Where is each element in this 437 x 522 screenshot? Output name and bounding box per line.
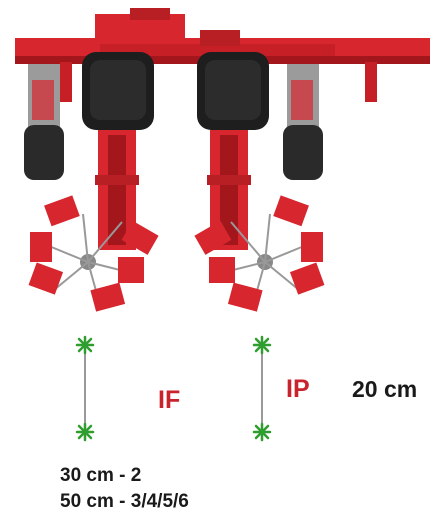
left-planting-wheel <box>28 195 159 312</box>
left-unit-body <box>95 130 139 250</box>
spacing-option-line-2: 50 cm - 3/4/5/6 <box>60 491 189 512</box>
right-planting-wheel <box>194 195 325 312</box>
left-seat <box>82 52 154 130</box>
left-side-unit <box>24 64 64 180</box>
spacing-option-line-1: 30 cm - 2 <box>60 465 142 486</box>
if-label: IF <box>158 386 181 414</box>
ip-label: IP <box>286 375 310 403</box>
plant-icon <box>75 422 95 442</box>
row-spacing-label: 20 cm <box>352 376 418 402</box>
plant-icon <box>75 335 95 355</box>
right-side-unit <box>283 64 323 180</box>
plant-icon <box>252 422 272 442</box>
plant-icon <box>252 335 272 355</box>
right-seat <box>197 52 269 130</box>
